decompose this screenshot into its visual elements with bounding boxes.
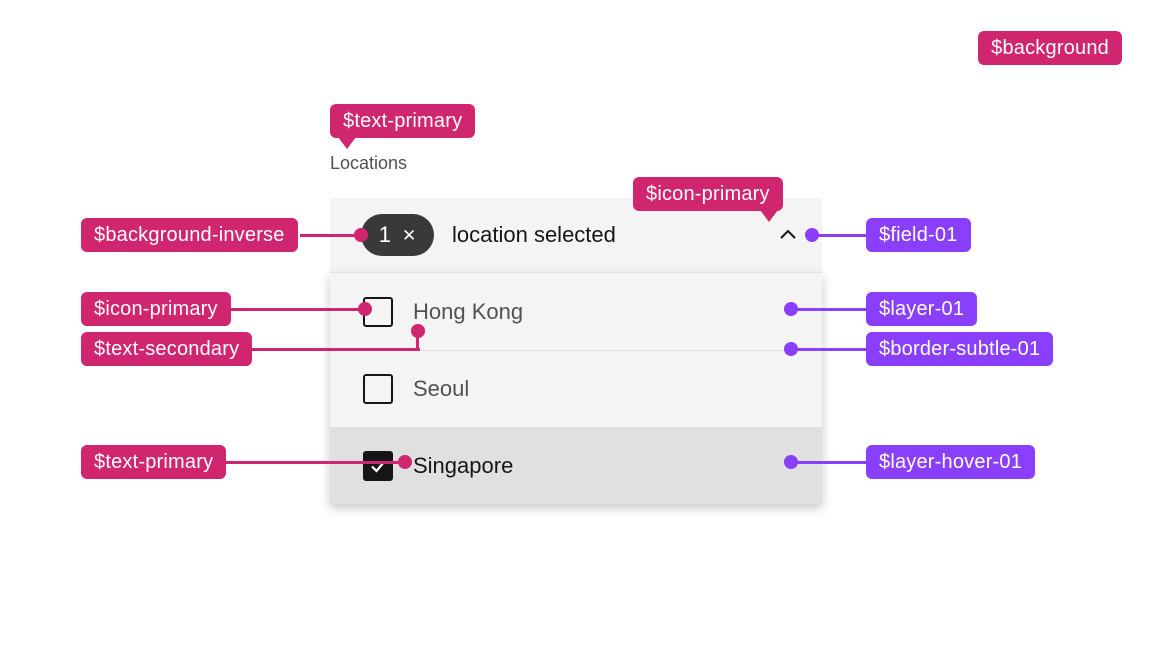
annotation-text-secondary: $text-secondary [81, 332, 253, 366]
annotation-icon-primary-chevron: $icon-primary [633, 177, 783, 211]
field-text: location selected [452, 222, 616, 247]
checkbox-unchecked-icon[interactable] [363, 374, 393, 404]
dot-text-secondary [411, 324, 425, 338]
connector-text-secondary [220, 348, 420, 351]
checkmark-icon [371, 460, 385, 473]
menu-item-label: Hong Kong [413, 298, 524, 324]
annotation-text-primary-label: $text-primary [330, 104, 476, 138]
clear-icon[interactable]: ✕ [402, 225, 417, 245]
annotation-background-inverse: $background-inverse [81, 218, 298, 252]
dot-border-subtle-01 [784, 342, 798, 356]
checkbox-checked-icon[interactable] [363, 450, 393, 481]
connector-layer-hover-01 [791, 461, 870, 464]
annotation-tail [760, 210, 778, 222]
connector-text-secondary-elbow [416, 331, 419, 351]
connector-layer-01 [791, 308, 870, 311]
annotation-text-primary-item: $text-primary [81, 445, 227, 479]
annotation-layer-hover-01: $layer-hover-01 [866, 445, 1036, 479]
annotation-background: $background [978, 31, 1122, 65]
tag-count: 1 [378, 222, 391, 247]
menu-item-label: Singapore [413, 452, 514, 478]
dot-layer-01 [784, 302, 798, 316]
menu-item-seoul[interactable]: Seoul [330, 350, 822, 427]
menu-item-hong-kong[interactable]: Hong Kong [330, 273, 822, 350]
menu-item-singapore[interactable]: Singapore [330, 427, 822, 504]
annotation-field-01: $field-01 [866, 218, 971, 252]
dot-background-inverse [354, 228, 368, 242]
dropdown-label: Locations [330, 153, 408, 173]
chevron-up-icon[interactable] [776, 223, 800, 247]
connector-border-subtle-01 [791, 348, 870, 351]
dot-field-01 [805, 228, 819, 242]
annotation-layer-01: $layer-01 [866, 292, 978, 326]
connector-background-inverse [300, 234, 362, 237]
dot-icon-primary [358, 302, 372, 316]
annotation-icon-primary-checkbox: $icon-primary [81, 292, 231, 326]
selected-count-tag[interactable]: 1 ✕ [361, 214, 434, 256]
menu-item-label: Seoul [413, 376, 470, 401]
annotation-border-subtle-01: $border-subtle-01 [866, 332, 1054, 366]
connector-field-01 [812, 234, 870, 237]
dot-text-primary [398, 455, 412, 469]
annotation-tail [338, 137, 356, 149]
connector-text-primary [200, 461, 406, 464]
dropdown-menu: Hong Kong Seoul Singapore [330, 272, 822, 504]
connector-icon-primary [200, 308, 366, 311]
dot-layer-hover-01 [784, 455, 798, 469]
